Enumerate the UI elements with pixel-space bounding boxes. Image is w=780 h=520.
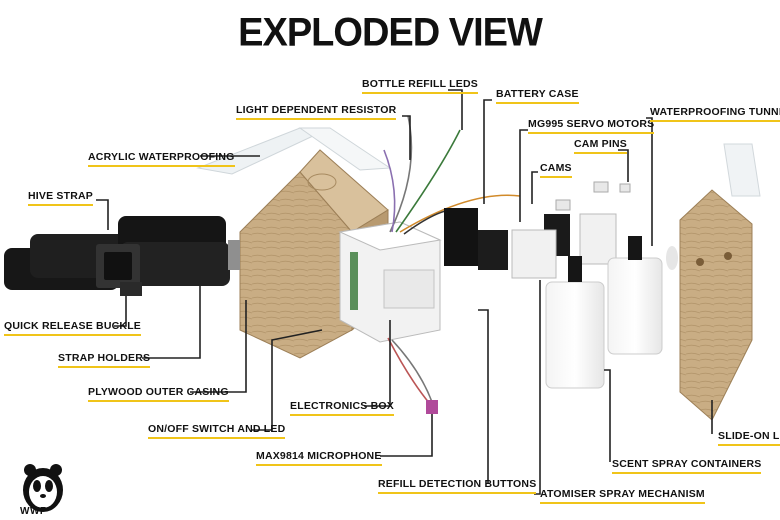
wwf-panda-logo-icon bbox=[23, 464, 63, 512]
label-microphone: MAX9814 MICROPHONE bbox=[256, 450, 382, 466]
label-scent-containers: SCENT SPRAY CONTAINERS bbox=[612, 458, 762, 474]
label-slide-on-lid: SLIDE-ON LID bbox=[718, 430, 780, 446]
wires bbox=[383, 115, 521, 405]
wwf-logo-text: WWF bbox=[20, 506, 47, 517]
label-atomiser: ATOMISER SPRAY MECHANISM bbox=[540, 488, 705, 504]
label-light-dependent-resistor: LIGHT DEPENDENT RESISTOR bbox=[236, 104, 397, 120]
label-bottle-refill-leds: BOTTLE REFILL LEDS bbox=[362, 78, 478, 94]
diagram-title: EXPLODED VIEW bbox=[238, 10, 543, 56]
label-plywood-outer-casing: PLYWOOD OUTER CASING bbox=[88, 386, 229, 402]
label-battery-case: BATTERY CASE bbox=[496, 88, 579, 104]
electronics-box bbox=[338, 221, 442, 343]
label-waterproofing-tunnels: WATERPROOFING TUNNELS bbox=[650, 106, 780, 122]
waterproofing-tunnels bbox=[723, 143, 761, 197]
microphone-module bbox=[426, 400, 438, 414]
cams-and-pins bbox=[511, 181, 631, 279]
label-electronics-box: ELECTRONICS BOX bbox=[290, 400, 394, 416]
label-refill-buttons: REFILL DETECTION BUTTONS bbox=[378, 478, 537, 494]
battery-case bbox=[444, 208, 478, 266]
label-quick-release-buckle: QUICK RELEASE BUCKLE bbox=[4, 320, 142, 336]
label-acrylic-waterproofing: ACRYLIC WATERPROOFING bbox=[88, 151, 235, 167]
label-cams: CAMS bbox=[540, 162, 572, 178]
label-hive-strap: HIVE STRAP bbox=[28, 190, 94, 206]
leader-lines bbox=[96, 89, 713, 495]
slide-on-lid bbox=[666, 189, 753, 421]
hive-strap bbox=[4, 216, 230, 296]
scent-spray-containers bbox=[545, 236, 663, 389]
label-cam-pins: CAM PINS bbox=[574, 138, 627, 154]
label-servo-motors: MG995 SERVO MOTORS bbox=[528, 118, 655, 134]
label-on-off-switch: ON/OFF SWITCH AND LED bbox=[148, 423, 286, 439]
label-strap-holders: STRAP HOLDERS bbox=[58, 352, 151, 368]
